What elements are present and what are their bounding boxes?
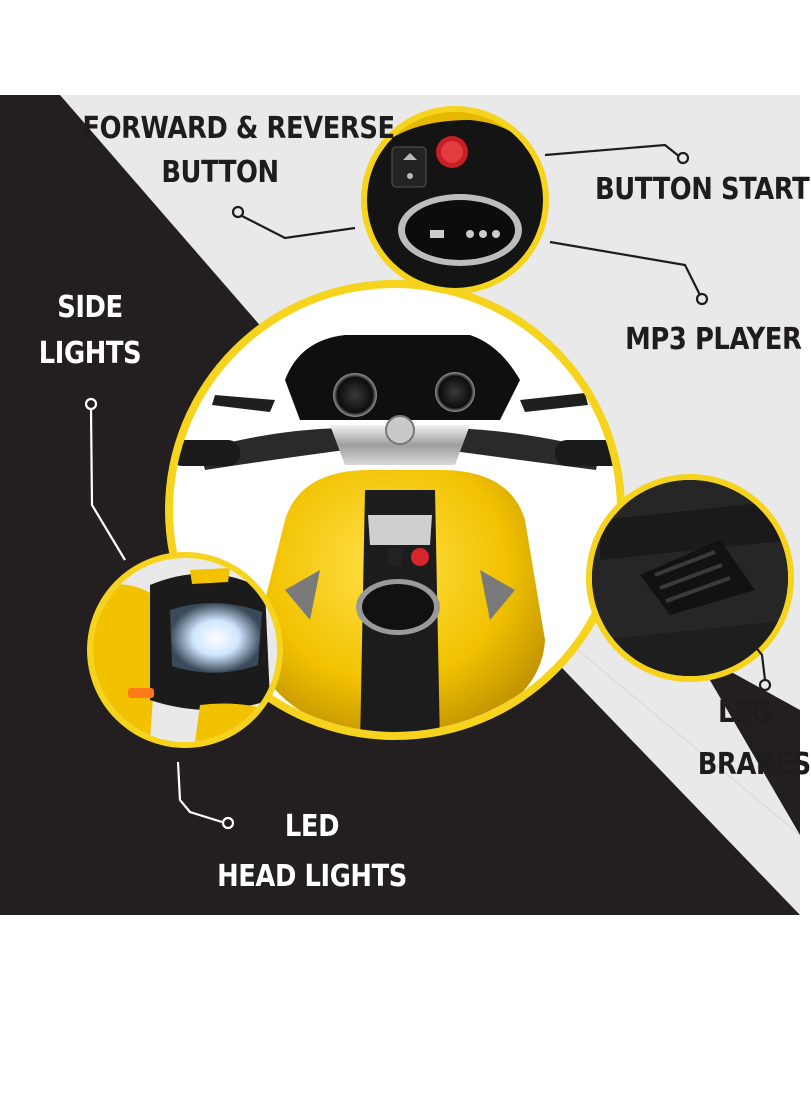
- led-head-lights-pointer: [176, 761, 235, 830]
- leg-brakes-label-line2: BRAKES: [697, 747, 811, 782]
- button-start-label: BUTTON START: [595, 172, 810, 207]
- forward-reverse-label-line1: FORWARD & REVERSE: [82, 111, 395, 146]
- leg-brakes-pointer: [749, 639, 772, 692]
- headlight-closeup-photo: [87, 552, 283, 748]
- mp3-player-pointer: [549, 240, 709, 306]
- led-head-lights-label-line2: HEAD LIGHTS: [217, 859, 407, 894]
- side-lights-label-line1: SIDE: [57, 290, 123, 325]
- leg-brake-closeup-photo: [586, 474, 794, 682]
- leg-brakes-label-line1: LEG: [718, 695, 772, 730]
- controls-closeup-photo: [361, 106, 549, 294]
- mp3-player-label: MP3 PLAYER: [625, 322, 802, 357]
- forward-reverse-pointer: [231, 205, 356, 240]
- leg-brakes-label: LEG BRAKES: [697, 695, 811, 782]
- led-head-lights-label-line1: LED: [284, 809, 340, 844]
- led-head-lights-label: LED HEAD LIGHTS: [216, 812, 409, 892]
- forward-reverse-label-line2: BUTTON: [161, 155, 279, 190]
- main-bike-photo: [165, 280, 625, 740]
- side-lights-label: SIDE LIGHTS: [30, 293, 150, 369]
- button-start-pointer: [544, 143, 690, 165]
- forward-reverse-label: FORWARD & REVERSE BUTTON: [82, 111, 395, 190]
- side-lights-label-line2: LIGHTS: [38, 336, 142, 371]
- callout-lines: [84, 143, 772, 830]
- side-lights-pointer: [84, 397, 126, 561]
